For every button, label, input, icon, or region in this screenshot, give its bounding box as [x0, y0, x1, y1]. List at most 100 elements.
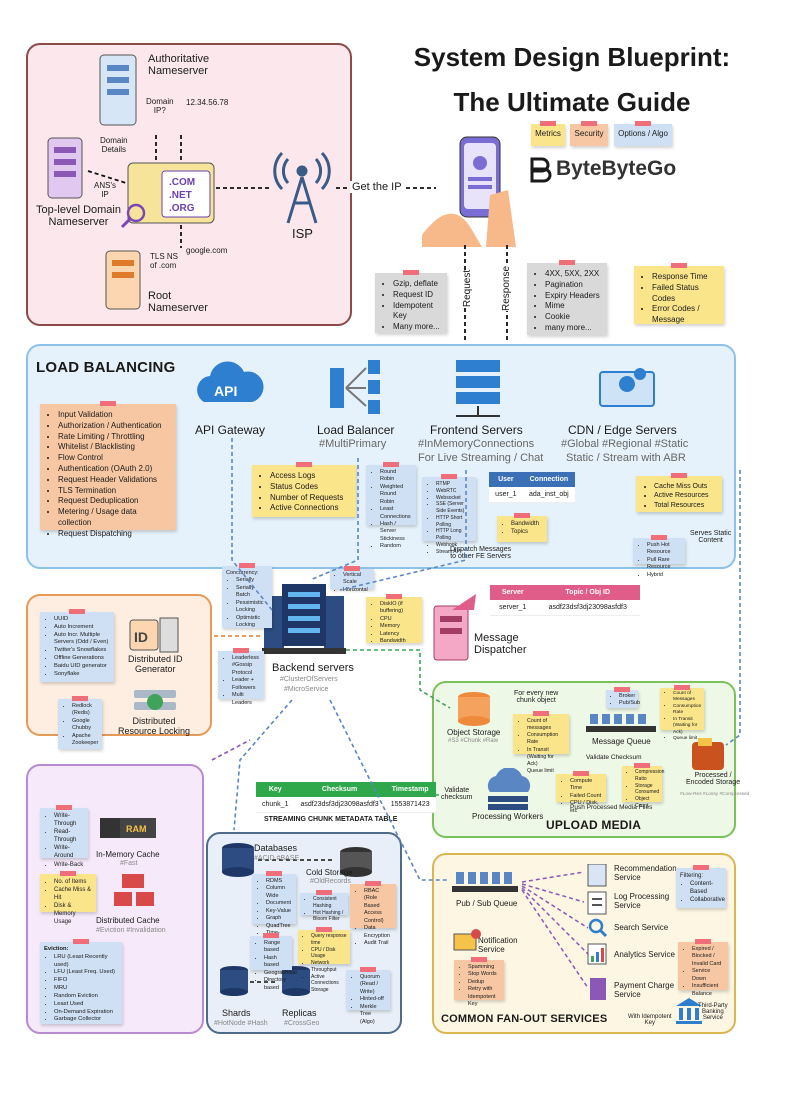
cache-metric-item: Cache Miss & Hit: [54, 886, 92, 902]
write-strategy-note: Write-ThroughRead-ThroughWrite-AroundWri…: [40, 805, 88, 868]
id-card-icon: ID: [129, 617, 179, 653]
id-strategy-item: Baidu UID generator: [54, 663, 110, 671]
security-item: Whitelist / Blacklisting: [58, 442, 170, 453]
db-type-item: Key-Value: [266, 908, 292, 915]
load-balancer-label: Load Balancer: [317, 423, 395, 437]
response-headers-note: 4XX, 5XX, 2XXPaginationExpiry HeadersMim…: [527, 260, 607, 335]
conn-cell: ada_inst_obj: [522, 487, 575, 503]
db-type-item: QuadTree: [266, 923, 292, 930]
lock-item: Redlock (Redis): [72, 703, 98, 718]
queue-right-item: In Transit (Waiting for Ack): [673, 717, 701, 736]
access-item: Active Connections: [270, 503, 350, 514]
compression-item: Storage Consumed: [635, 783, 659, 797]
title-line-2: The Ultimate Guide: [453, 87, 691, 117]
leader-note: Leaderless #Gossip ProtocolLeader + Foll…: [218, 648, 264, 706]
cdn-metrics-note: Cache Miss OutsActive ResourcesTotal Res…: [636, 473, 722, 512]
quorum-item: Merkle Tree (Algo): [360, 1004, 386, 1026]
compute-item: Failed Count: [570, 793, 602, 800]
response-note-item: Cookie: [545, 312, 601, 323]
broker-item: Broker: [619, 693, 635, 700]
id-strategy-item: Twitter's Snowflakes: [54, 647, 110, 655]
leader-item: Leader + Followers: [232, 677, 260, 692]
message-queue-label: Message Queue: [592, 737, 651, 746]
id-strategy-item: Offline Generations: [54, 655, 110, 663]
quorum-item: Hinted-off: [360, 996, 386, 1003]
eviction-item: MRU: [54, 985, 118, 993]
query-metric-item: Storage: [311, 987, 347, 994]
rbac-item: RBAC (Role Based Access Control): [364, 888, 392, 925]
request-note-item: Many more...: [393, 322, 441, 333]
third-party-label: Third-Party Banking Service: [698, 1003, 728, 1021]
search-icon: [588, 918, 608, 938]
frontend-server-icon: [456, 360, 500, 417]
cdn-push-note: Push Hot ResourcePull Rare ResourceHybri…: [633, 535, 685, 578]
eviction-note: Eviction: LRU (Least Recently used)LFU (…: [40, 939, 122, 1024]
payment-icon: [590, 978, 606, 1000]
write-strategy-item: Write-Back: [54, 861, 84, 869]
lb-access-logs-note: Access LogsStatus CodesNumber of Request…: [252, 462, 356, 517]
dispatcher-cell: asdf23dsf3dj23098asfdf3: [535, 600, 640, 616]
db-type-item: Document: [266, 900, 292, 907]
broker-note: BrokerPub/Sub: [606, 687, 640, 708]
backend-metric-item: Memory: [380, 623, 418, 630]
eviction-item: LFU (Least Freq. Used): [54, 969, 118, 977]
access-item: Number of Requests: [270, 493, 350, 504]
api-cloud-icon: [197, 361, 264, 402]
bytebytego-icon: [530, 157, 552, 183]
serves-static-label: Serves Static Content: [690, 530, 732, 544]
search-label: Search Service: [614, 923, 669, 932]
rbac-item: Data Encryption: [364, 925, 392, 940]
queue-right-item: Consumption Rate: [673, 704, 701, 717]
lb-icons: API: [197, 360, 655, 417]
load-balancing-title: LOAD BALANCING: [36, 359, 176, 376]
cdn-label: CDN / Edge Servers: [568, 423, 677, 437]
scale-item: Vertical Scale: [343, 572, 371, 587]
id-strategy-item: Auto Incr. Multiple Servers (Odd / Even): [54, 632, 110, 648]
svg-text:ID: ID: [134, 629, 148, 645]
upload-media-title: UPLOAD MEDIA: [546, 818, 642, 832]
scale-item: Horizontal: [343, 587, 371, 594]
ans-ip-label: ANS's IP: [94, 181, 116, 199]
filtering-heading: Filtering:: [680, 873, 704, 879]
processed-storage-label: Processed / Encoded Storage: [686, 772, 741, 786]
backend-metric-item: DiskIO (if buffering): [380, 601, 418, 616]
eviction-item: Random Eviction: [54, 993, 118, 1001]
legend-security: Security: [570, 121, 608, 146]
hashing-note: Consistent HashingHot Hashing / Bloom Fi…: [300, 890, 348, 922]
query-metric-item: CPU / Disk Usage: [311, 947, 347, 961]
chunk-cell: 1553871423: [384, 797, 436, 813]
queue-count-note: Count of messagesConsumption RateIn Tran…: [513, 711, 569, 774]
locking-label: Distributed Resource Locking: [118, 716, 191, 736]
bandwidth-note: BandwidthTopics: [497, 513, 547, 542]
spam-item: Dedup: [468, 979, 500, 986]
query-metrics-note: Query response timeCPU / Disk UsageNetwo…: [298, 927, 350, 993]
fanout-icons: [453, 864, 608, 1000]
authoritative-server-icon: [99, 54, 137, 126]
id-strategy-item: Sonyflake: [54, 671, 110, 679]
spam-item: Retry with Idempotent Key: [468, 986, 500, 1008]
analytics-label: Analytics Service: [614, 950, 675, 959]
response-note-item: Pagination: [545, 280, 601, 291]
tld-label: Top-level Domain Nameserver: [36, 204, 121, 228]
filtering-item: Collaborative: [690, 896, 725, 904]
query-metric-item: Active Connections: [311, 974, 347, 988]
databases-label: Databases: [254, 843, 298, 853]
metrics-note-item: Error Codes / Message: [652, 304, 718, 326]
concurrency-note: Concurrency: SeriallySerially BatchPessi…: [222, 563, 272, 628]
write-strategy-item: Read-Through: [54, 828, 84, 844]
queue-count-item: Consumption Rate: [527, 732, 565, 746]
recommendation-label: Recommendation Service: [614, 864, 677, 882]
dispatcher-header-server: Server: [490, 585, 536, 600]
title-line-1: System Design Blueprint:: [413, 42, 731, 72]
request-headers-note: Gzip, deflateRequest IDIdempotent KeyMan…: [375, 270, 447, 333]
dispatcher-header-topic: Topic / Obj ID: [535, 585, 640, 600]
db-type-item: RDMS: [266, 878, 292, 885]
cdn-tag-2: Static / Stream with ABR: [566, 452, 686, 464]
db-type-item: Graph: [266, 915, 292, 922]
queue-right-item: Queue limit: [673, 736, 701, 742]
leader-item: Leaderless #Gossip Protocol: [232, 655, 260, 677]
response-label: Response: [501, 265, 513, 312]
isp-label: ISP: [292, 226, 313, 241]
write-strategy-item: Write-Around: [54, 844, 84, 860]
